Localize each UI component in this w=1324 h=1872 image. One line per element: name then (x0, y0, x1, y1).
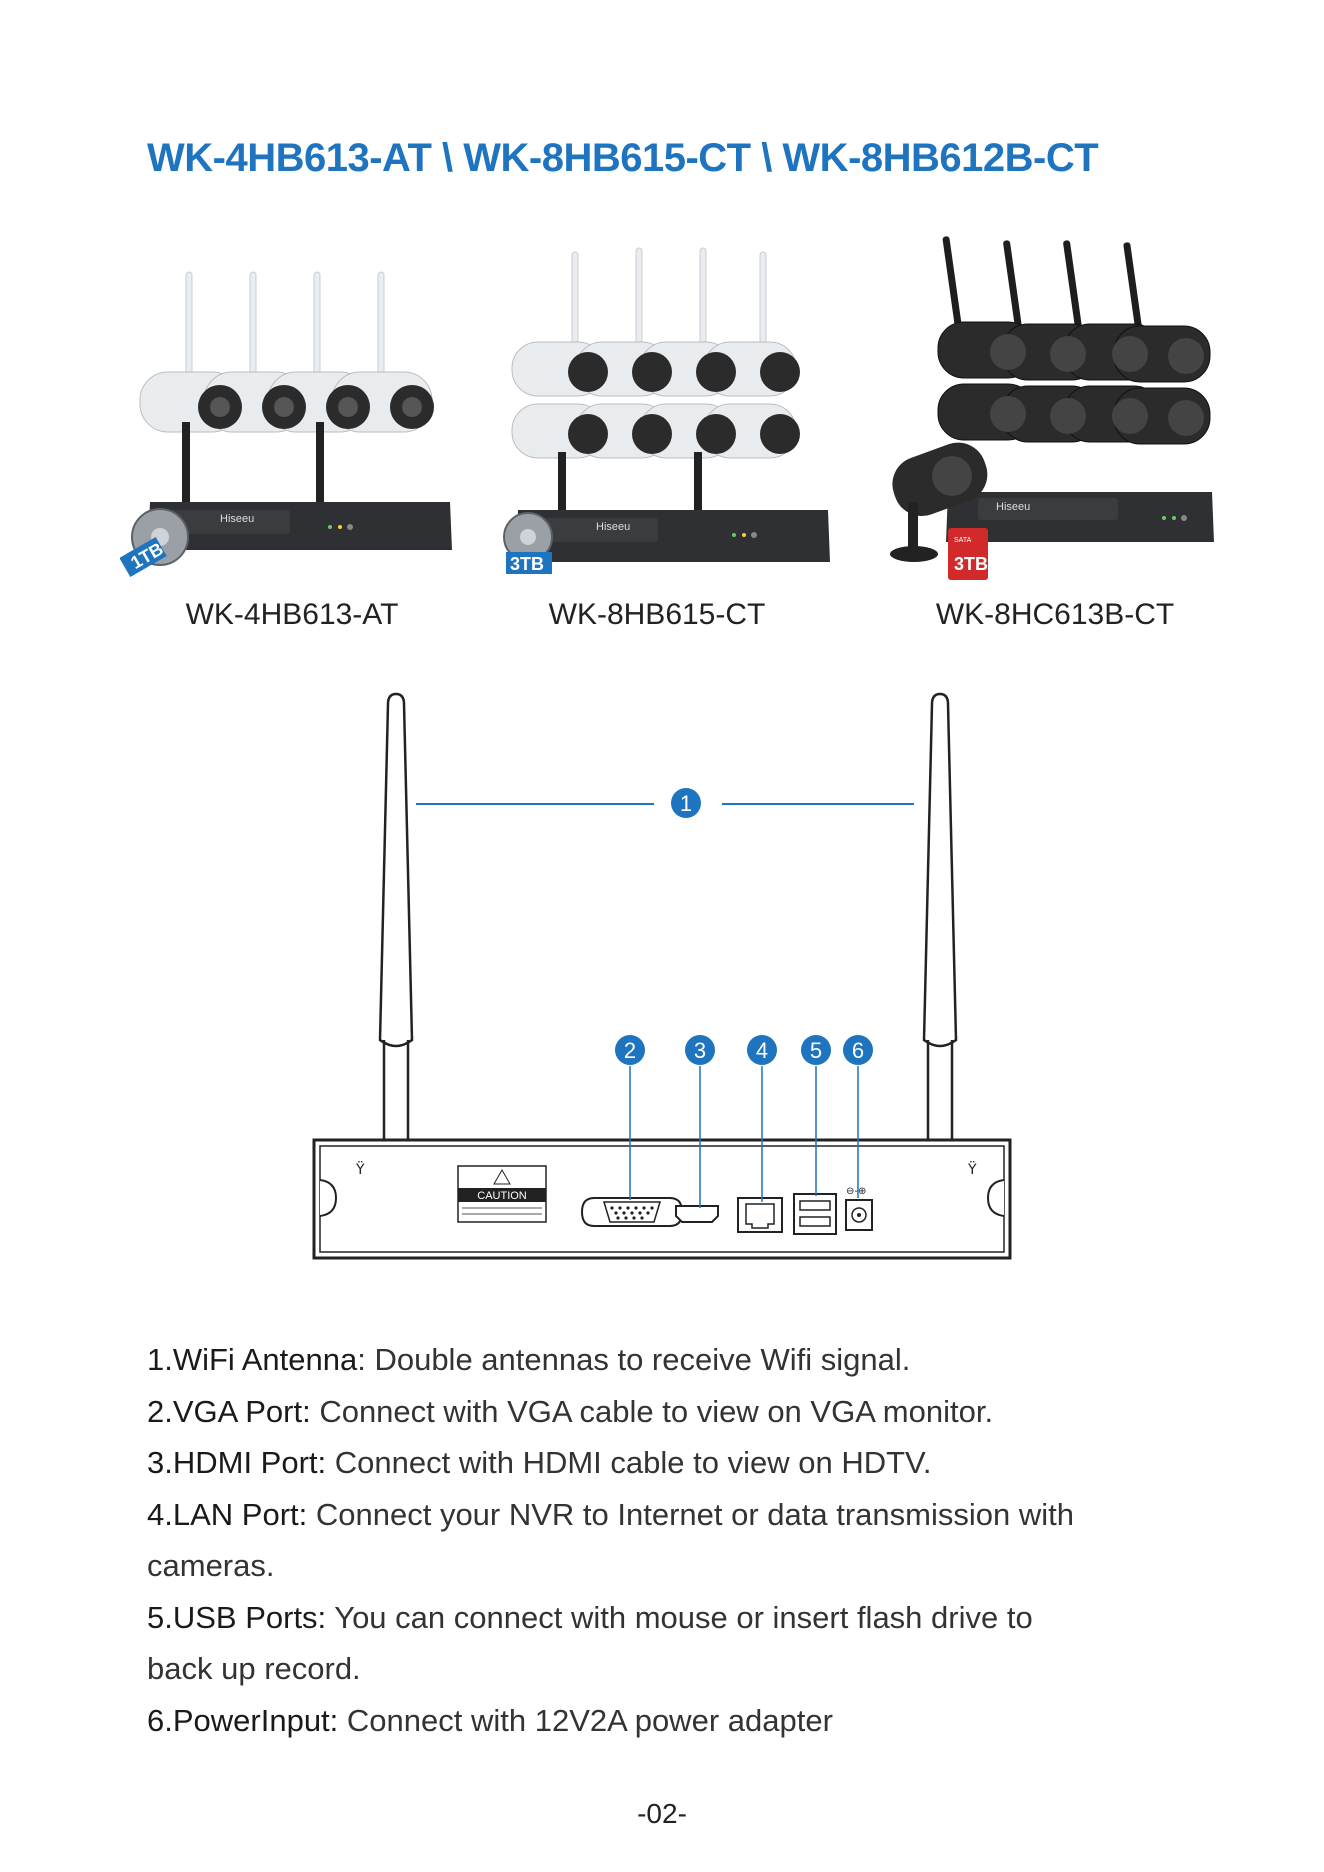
hdd-label: 3TB (510, 554, 544, 574)
callout-5 (801, 1035, 831, 1065)
nvr-rear-panel-diagram: 1 Ÿ Ÿ CAUTION ⊖-⊕ (312, 692, 1012, 1260)
callout-6 (843, 1035, 873, 1065)
product-caption: WK-4HB613-AT (185, 598, 399, 631)
callout-4-number: 4 (756, 1038, 768, 1063)
desc-wifi-antenna: 1.WiFi Antenna: Double antennas to recei… (147, 1342, 911, 1377)
product-image-4ch: Hiseeu 1TB (120, 232, 460, 592)
product-brand: Hiseeu (596, 521, 630, 533)
product-brand: Hiseeu (996, 501, 1030, 513)
product-caption: WK-8HB615-CT (548, 598, 766, 631)
svg-text:Ÿ: Ÿ (967, 1160, 977, 1178)
caution-label: CAUTION (457, 1165, 547, 1223)
desc-usb-ports: 5.USB Ports: You can connect with mouse … (147, 1599, 1033, 1635)
svg-text:⊖-⊕: ⊖-⊕ (846, 1186, 866, 1197)
product-image-8ch-black: Hiseeu SATA 3TB (878, 232, 1218, 592)
caution-text: CAUTION (477, 1190, 527, 1202)
product-caption: WK-8HC613B-CT (935, 598, 1175, 631)
hdmi-port (675, 1205, 719, 1223)
usb-ports (793, 1193, 837, 1235)
desc-hdmi-port: 3.HDMI Port: Connect with HDMI cable to … (147, 1445, 932, 1480)
callout-5-number: 5 (810, 1038, 822, 1063)
page-number: -02- (637, 1798, 687, 1829)
hdd-label: 3TB (954, 554, 988, 574)
desc-power-input: 6.PowerInput: Connect with 12V2A power a… (147, 1702, 833, 1738)
callout-6-number: 6 (852, 1038, 864, 1063)
callout-3 (685, 1035, 715, 1065)
page-title: WK-4HB613-AT \ WK-8HB615-CT \ WK-8HB612B… (147, 136, 1099, 180)
desc-vga-port: 2.VGA Port: Connect with VGA cable to vi… (147, 1393, 994, 1429)
hdd-sublabel: SATA (954, 537, 972, 544)
callout-1 (671, 788, 701, 818)
callout-2 (615, 1035, 645, 1065)
vga-port (580, 1197, 684, 1227)
lan-port (737, 1197, 783, 1233)
callout-1-number: 1 (680, 791, 692, 816)
desc-lan-port-cont: cameras. (147, 1548, 275, 1583)
svg-text:Ÿ: Ÿ (355, 1160, 365, 1178)
power-input: ⊖-⊕ (845, 1186, 873, 1231)
callout-4 (747, 1035, 777, 1065)
callout-2-number: 2 (624, 1038, 636, 1063)
wifi-antenna-left (374, 692, 418, 1198)
port-descriptions: 1.WiFi Antenna: Double antennas to recei… (147, 1334, 1187, 1746)
desc-usb-ports-cont: back up record. (147, 1651, 361, 1686)
wifi-antenna-right (918, 692, 962, 1198)
product-brand: Hiseeu (220, 513, 254, 525)
desc-lan-port: 4.LAN Port: Connect your NVR to Internet… (147, 1496, 1074, 1532)
callout-3-number: 3 (694, 1038, 706, 1063)
product-image-8ch: Hiseeu 3TB (498, 232, 838, 592)
